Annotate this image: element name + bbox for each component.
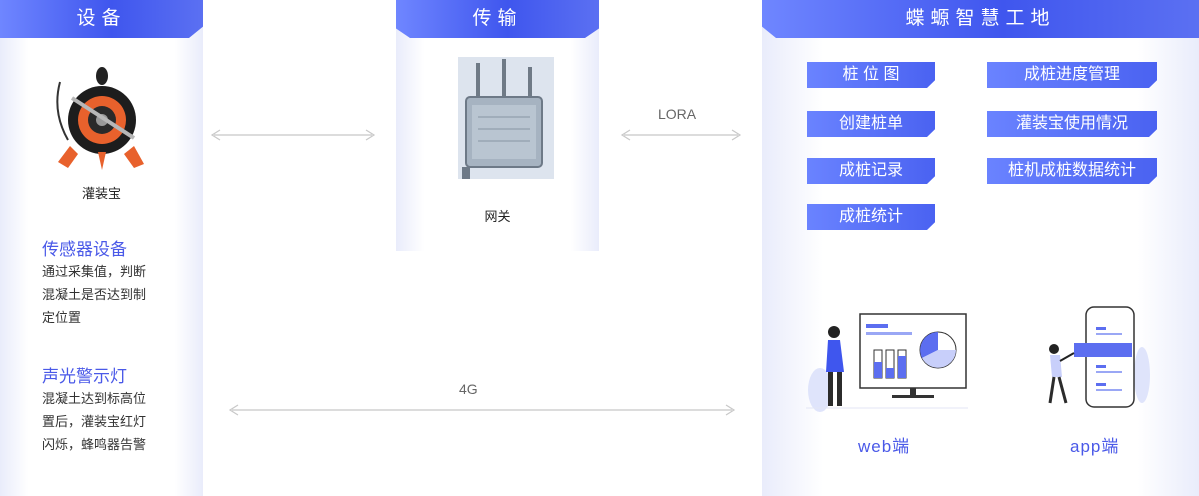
web-client-label: web端 <box>858 437 911 456</box>
feature-desc-line: 置后，灌装宝红灯 <box>42 414 147 429</box>
feature-desc-line: 混凝土达到标高位 <box>42 391 147 406</box>
app-client-label: app端 <box>1070 437 1120 456</box>
feature-desc-line: 闪烁，蜂鸣器告警 <box>42 437 147 452</box>
menu-device-usage[interactable]: 灌装宝使用情况 <box>987 111 1157 137</box>
menu-pile-statistics[interactable]: 成桩统计 <box>807 204 935 230</box>
gateway-image <box>458 57 554 179</box>
transmission-panel-title: 传输 <box>396 0 599 38</box>
feature-desc-line: 定位置 <box>42 310 82 325</box>
feature-title-sensor: 传感器设备 <box>42 240 127 259</box>
feature-desc-line: 通过采集值，判断 <box>42 264 147 279</box>
gateway-platform-arrow <box>620 129 742 141</box>
menu-pile-records[interactable]: 成桩记录 <box>807 158 935 184</box>
devices-panel: 设备 灌装宝 传感器设备 通过采集值，判断 混凝土是否达到制 定位置 声光警示灯… <box>0 0 203 496</box>
fourg-label: 4G <box>459 381 478 397</box>
feature-title-alarm-light: 声光警示灯 <box>42 367 127 386</box>
menu-pile-progress[interactable]: 成桩进度管理 <box>987 62 1157 88</box>
devices-panel-title: 设备 <box>0 0 203 38</box>
platform-panel-title: 蝶螈智慧工地 <box>762 0 1199 38</box>
app-client-illustration <box>1048 306 1150 408</box>
gateway-caption: 网关 <box>484 209 511 224</box>
feature-desc-sensor: 通过采集值，判断 混凝土是否达到制 定位置 <box>42 260 164 329</box>
transmission-panel: 传输 网关 <box>396 0 599 251</box>
platform-panel: 蝶螈智慧工地 桩 位 图 成桩进度管理 创建桩单 灌装宝使用情况 成桩记录 桩机… <box>762 0 1199 496</box>
lora-label: LORA <box>658 106 697 122</box>
feature-desc-alarm-light: 混凝土达到标高位 置后，灌装宝红灯 闪烁，蜂鸣器告警 <box>42 387 164 456</box>
menu-pile-map[interactable]: 桩 位 图 <box>807 62 935 88</box>
device-platform-4g-arrow <box>228 404 736 416</box>
device-gateway-arrow <box>210 129 376 141</box>
grouting-device-image <box>56 67 144 170</box>
device-caption: 灌装宝 <box>81 186 121 201</box>
web-client-illustration <box>806 313 968 412</box>
menu-pile-machine-stats[interactable]: 桩机成桩数据统计 <box>987 158 1157 184</box>
feature-desc-line: 混凝土是否达到制 <box>42 287 147 302</box>
menu-create-pile-order[interactable]: 创建桩单 <box>807 111 935 137</box>
